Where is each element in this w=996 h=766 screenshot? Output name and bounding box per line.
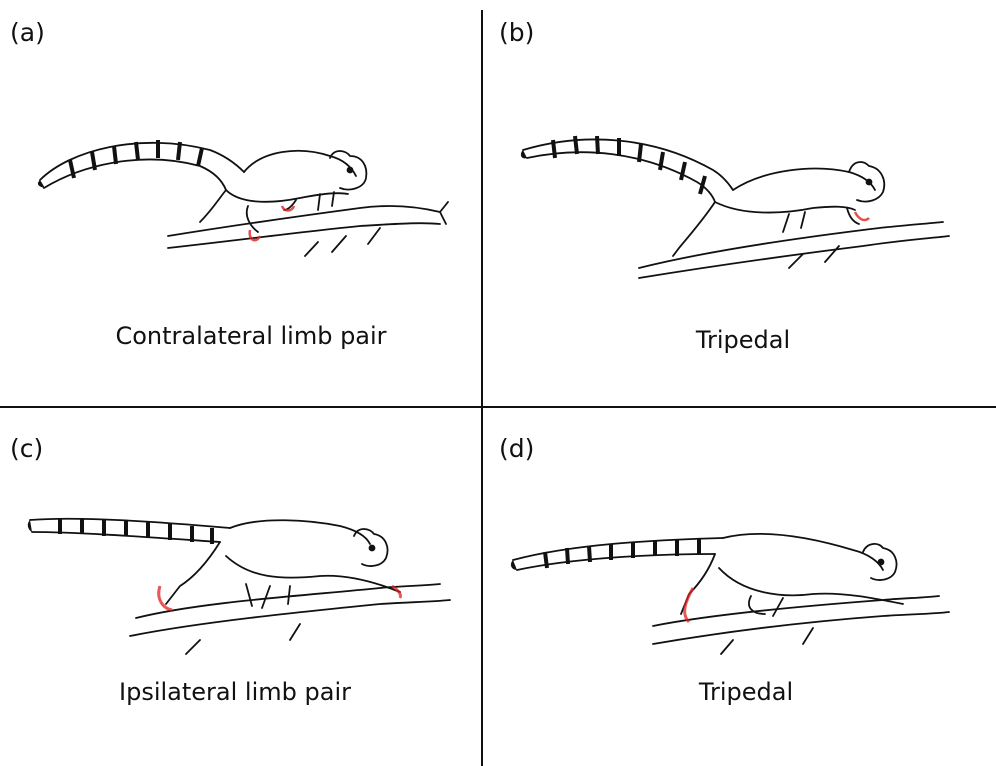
panel-a: (a) (0, 0, 481, 406)
lemur-illustration-c (0, 408, 481, 766)
panel-b-caption: Tripedal (696, 326, 790, 354)
panel-b: (b) Tripedal (483, 0, 996, 406)
panel-d-caption: Tripedal (699, 678, 793, 706)
panel-c: (c) Ipsilateral limb pair (0, 408, 481, 766)
panel-c-caption: Ipsilateral limb pair (119, 678, 351, 706)
panel-d: (d) Tripedal (483, 408, 996, 766)
lemur-illustration-d (483, 408, 996, 766)
panel-a-caption: Contralateral limb pair (115, 322, 386, 350)
